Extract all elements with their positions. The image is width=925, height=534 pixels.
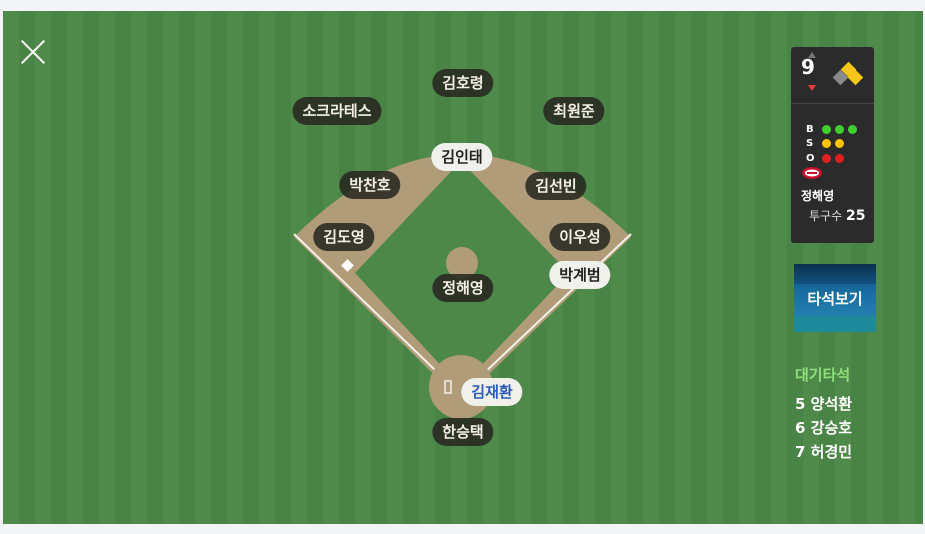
fielder-second-base[interactable]: 김인태 <box>431 143 493 171</box>
inning-number: 9 <box>801 55 815 79</box>
divider <box>791 103 874 104</box>
fielder-second-base-side[interactable]: 김선빈 <box>525 172 587 200</box>
ball-dot-3 <box>848 125 857 134</box>
fielder-shortstop[interactable]: 박찬호 <box>339 171 401 199</box>
out-dot-2 <box>835 154 844 163</box>
pitch-count-value: 25 <box>845 208 866 224</box>
tigers-logo-icon <box>802 167 822 179</box>
strike-label: S <box>806 138 814 149</box>
bat-view-label: 타석보기 <box>807 290 863 308</box>
fielder-left-field[interactable]: 소크라테스 <box>292 97 382 125</box>
fielder-pitcher[interactable]: 정해영 <box>432 274 494 302</box>
stadium-grass <box>794 316 876 332</box>
bat-view-button[interactable]: 타석보기 <box>794 264 876 332</box>
bases-indicator-icon <box>831 61 867 90</box>
out-dot-1 <box>822 154 831 163</box>
stadium-thumbnail <box>794 264 876 284</box>
out-label: O <box>806 153 815 164</box>
pitch-count-label: 투구수 <box>809 209 843 223</box>
waiting-batters-title: 대기타석 <box>795 366 851 384</box>
strike-dot-2 <box>835 139 844 148</box>
ball-dot-2 <box>835 125 844 134</box>
ball-dot-1 <box>822 125 831 134</box>
fielder-center-field[interactable]: 김호령 <box>432 69 494 97</box>
fielder-third-base[interactable]: 김도영 <box>313 223 375 251</box>
scoreboard: 9 B S O 정해영 투구수 25 <box>791 47 874 243</box>
ball-label: B <box>806 124 814 135</box>
waiting-batter-1: 5 양석환 <box>795 395 853 413</box>
fielder-catcher[interactable]: 한승택 <box>432 418 494 446</box>
waiting-batter-3: 7 허경민 <box>795 443 853 461</box>
pitch-count: 투구수 25 <box>809 207 865 224</box>
waiting-batter-2: 6 강승호 <box>795 419 853 437</box>
inning-bottom-arrow-icon <box>808 85 816 91</box>
fielder-first-base[interactable]: 이우성 <box>549 223 611 251</box>
strike-dot-1 <box>822 139 831 148</box>
batter-name[interactable]: 김재환 <box>461 378 523 406</box>
fielder-right-field[interactable]: 최원준 <box>543 97 605 125</box>
runner-first-base[interactable]: 박계범 <box>549 261 611 289</box>
pitcher-name: 정해영 <box>801 189 835 203</box>
inning-top-arrow-icon <box>808 52 816 58</box>
